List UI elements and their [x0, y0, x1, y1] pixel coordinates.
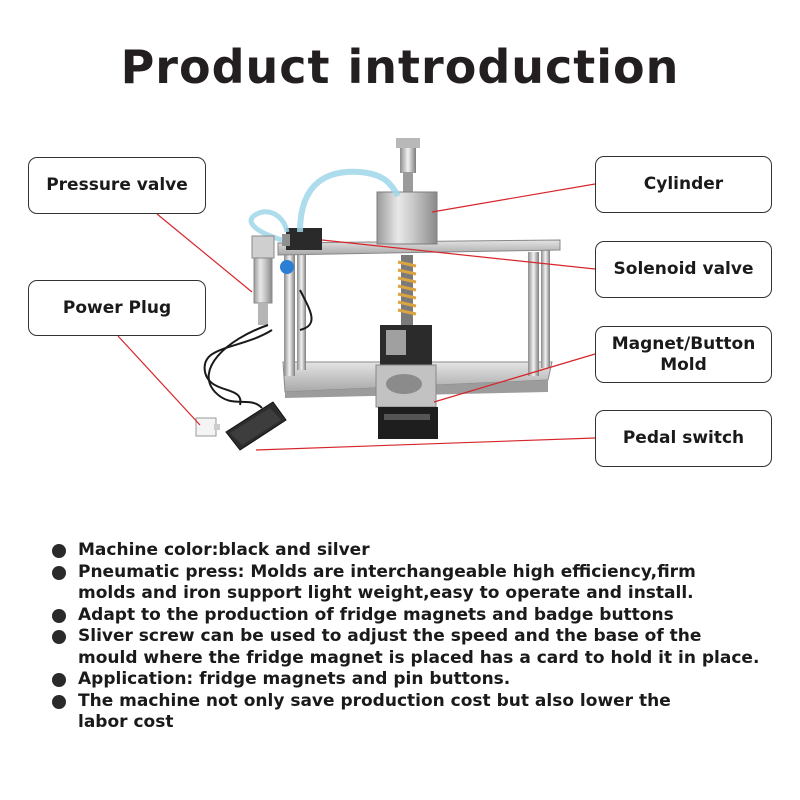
bullet-icon [52, 608, 66, 623]
bullet-icon [52, 544, 66, 558]
feature-list: Machine color:black and silver Pneumatic… [52, 540, 782, 734]
callout-magnet-button-mold: Magnet/Button Mold [595, 326, 772, 383]
page-title: Product introduction [120, 40, 680, 94]
feature-text-cont: mould where the fridge magnet is placed … [78, 647, 760, 668]
feature-text: Sliver screw can be used to adjust the s… [78, 626, 702, 646]
callout-solenoid-valve: Solenoid valve [595, 241, 772, 298]
bullet-icon [52, 694, 66, 709]
cylinder-body [376, 138, 438, 245]
bullet-icon [52, 565, 66, 580]
power-plug [195, 417, 220, 437]
callout-label: Solenoid valve [613, 259, 754, 279]
feature-item: Application: fridge magnets and pin butt… [52, 669, 782, 691]
feature-item: Sliver screw can be used to adjust the s… [52, 626, 782, 669]
feature-text: Machine color:black and silver [78, 540, 370, 560]
callout-cylinder: Cylinder [595, 156, 772, 213]
feature-item: Adapt to the production of fridge magnet… [52, 605, 782, 627]
feature-text: Pneumatic press: Molds are interchangeab… [78, 561, 696, 582]
bullet-icon [52, 630, 66, 644]
feature-text: The machine not only save production cos… [78, 690, 671, 711]
callout-label: Cylinder [643, 174, 724, 194]
callout-label: Power Plug [62, 297, 172, 318]
callout-power-plug: Power Plug [28, 280, 206, 336]
machine-illustration [117, 138, 596, 451]
callout-label-line1: Magnet/Button [611, 333, 756, 354]
callout-label-line2: Mold [660, 354, 707, 375]
feature-item: The machine not only save production cos… [52, 691, 782, 734]
feature-item: Machine color:black and silver [52, 540, 782, 562]
top-plate [277, 239, 561, 256]
leader-lines [117, 183, 596, 451]
support-rods [284, 250, 550, 376]
pedal-switch [225, 401, 287, 451]
bullet-icon [52, 673, 66, 687]
callout-pressure-valve: Pressure valve [28, 157, 206, 214]
solenoid-valve [248, 168, 401, 250]
feature-item: Pneumatic press: Molds are interchangeab… [52, 562, 782, 605]
feature-text-cont: labor cost [78, 712, 174, 732]
pressure-valve [251, 235, 294, 325]
feature-text: Application: fridge magnets and pin butt… [78, 669, 511, 689]
spring-screw [397, 255, 417, 325]
feature-text: Adapt to the production of fridge magnet… [78, 604, 674, 625]
cables [203, 289, 313, 409]
callout-label: Pedal switch [622, 428, 745, 448]
callout-label: Pressure valve [46, 175, 188, 195]
callout-pedal-switch: Pedal switch [595, 410, 772, 467]
mold-block [375, 325, 438, 439]
feature-text-cont: molds and iron support light weight,easy… [78, 583, 694, 603]
